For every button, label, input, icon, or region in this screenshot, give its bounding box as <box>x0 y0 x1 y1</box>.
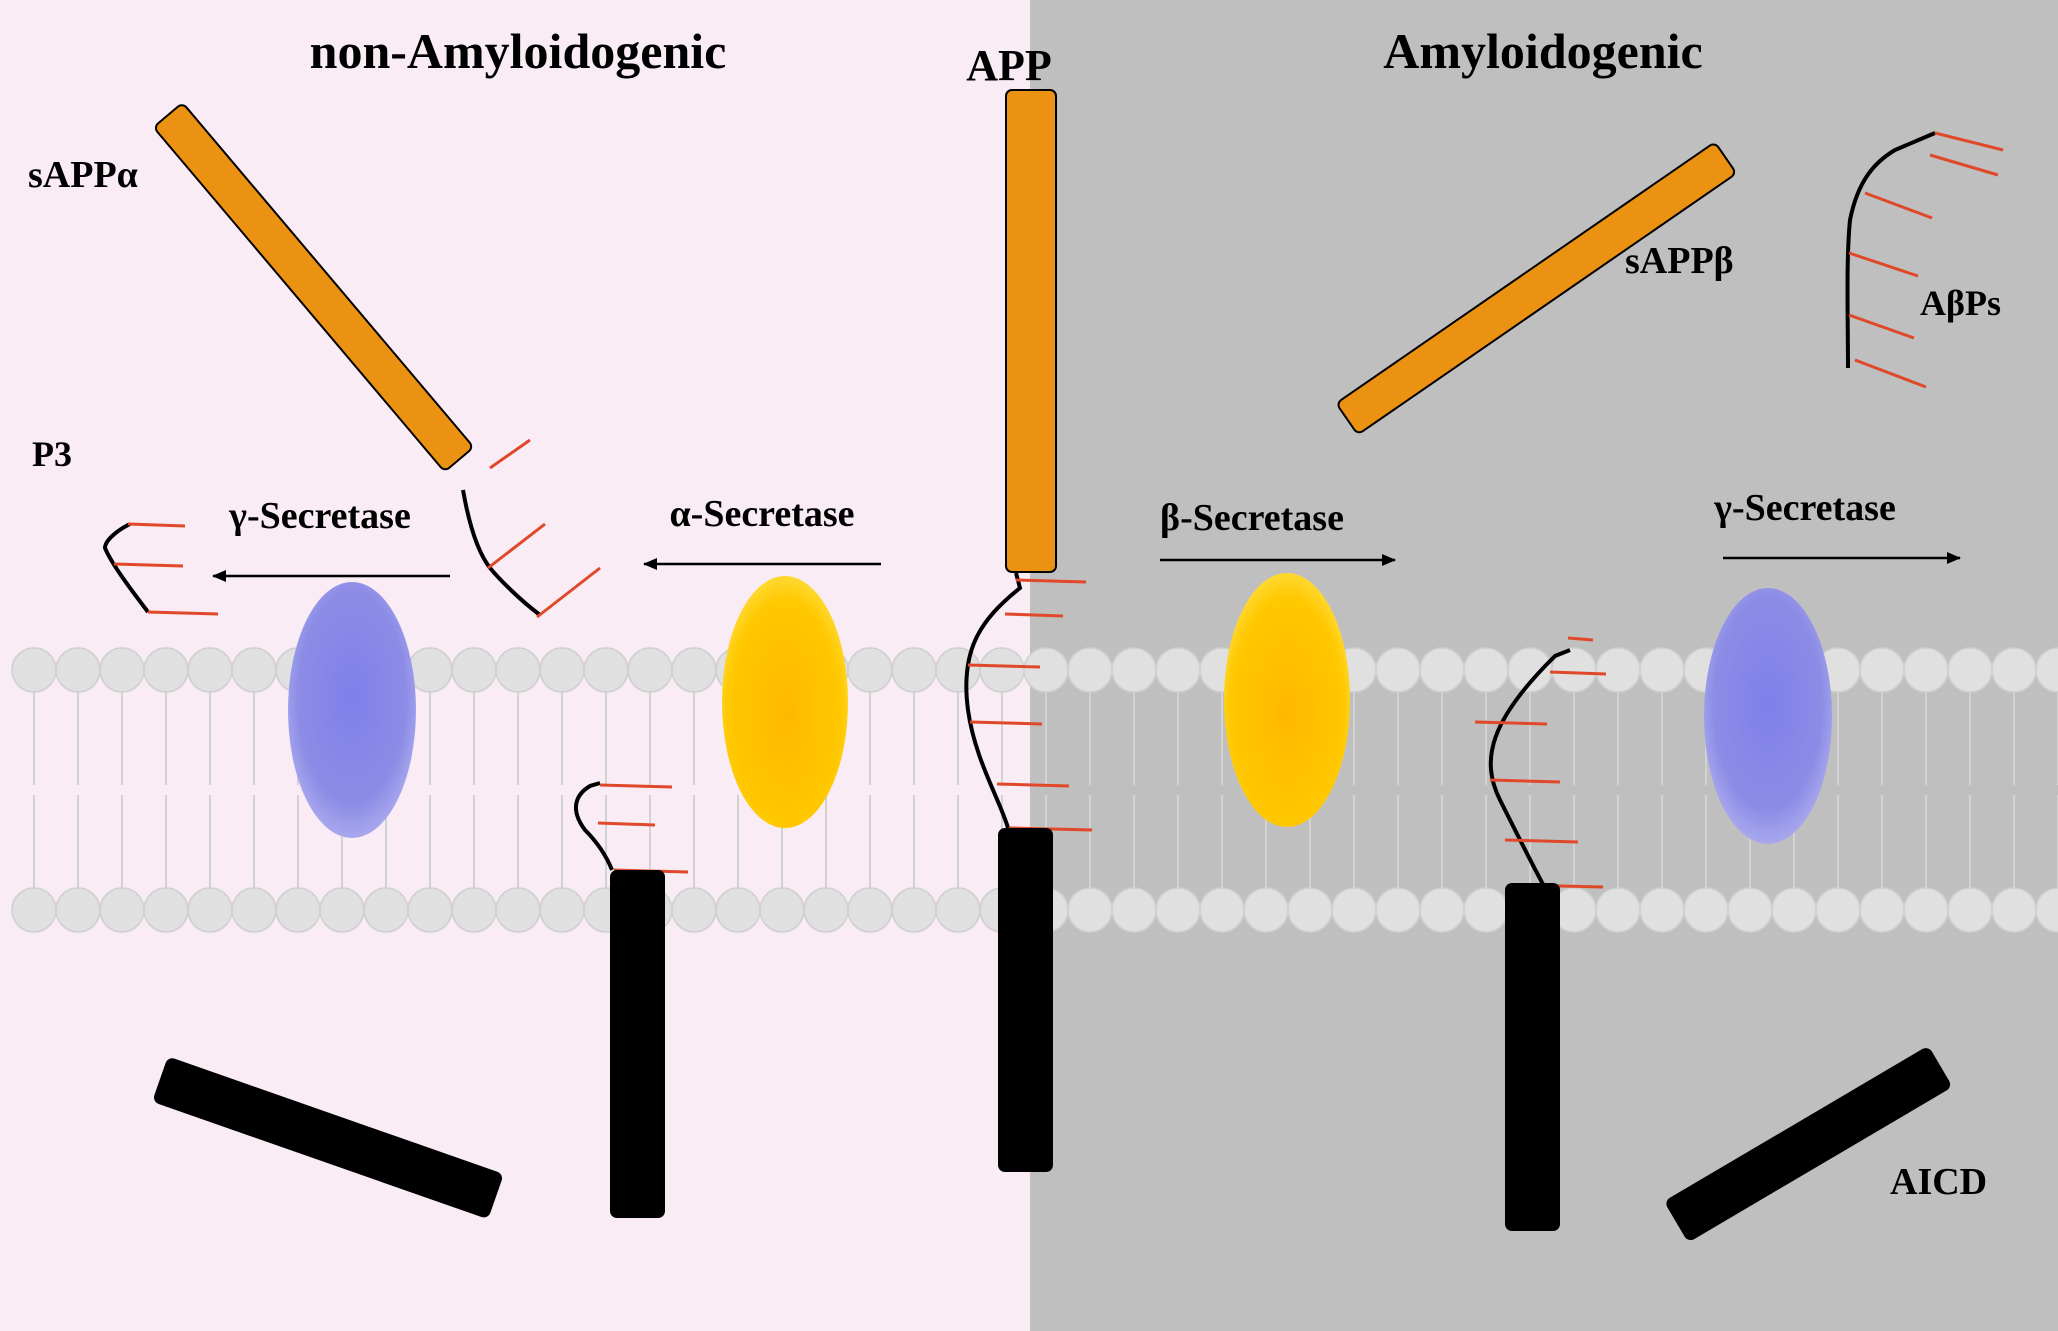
lipid-molecule <box>671 647 717 933</box>
abeta-peptide-chain <box>1845 131 1936 369</box>
p3-fragment-chain <box>102 522 150 614</box>
lipid-molecule <box>935 647 981 933</box>
lipid-molecule <box>1375 647 1421 933</box>
lipid-molecule <box>891 647 937 933</box>
lipid-molecule <box>495 647 541 933</box>
app-abeta-region-chain <box>964 572 1023 829</box>
lipid-molecule <box>1595 647 1641 933</box>
sappb-label: sAPPβ <box>1625 240 1734 282</box>
lipid-molecule <box>407 647 453 933</box>
lipid-molecule <box>539 647 585 933</box>
gamma-secretase-left-enzyme <box>288 582 416 838</box>
c99-chain <box>1488 648 1571 889</box>
beta-secretase-label: β-Secretase <box>1160 497 1344 539</box>
c99-intracellular-domain <box>1505 883 1560 1231</box>
lipid-molecule <box>1419 647 1465 933</box>
app-extracellular-domain <box>1005 89 1057 573</box>
lipid-molecule <box>847 647 893 933</box>
sappa-label: sAPPα <box>28 154 138 196</box>
lipid-molecule <box>2035 647 2058 933</box>
aicd-fragment-right <box>1666 1048 1951 1241</box>
lipid-molecule <box>451 647 497 933</box>
c83-intracellular-domain <box>610 870 665 1218</box>
lipid-molecule <box>55 647 101 933</box>
lipid-molecule <box>143 647 189 933</box>
alpha-secretase-label: α-Secretase <box>669 493 854 535</box>
abps-label: AβPs <box>1920 283 2001 323</box>
left-panel-title: non-Amyloidogenic <box>310 23 727 79</box>
lipid-molecule <box>1859 647 1905 933</box>
gamma-secretase-right-enzyme <box>1704 588 1832 844</box>
right-panel-title: Amyloidogenic <box>1383 23 1702 79</box>
c83-chain <box>574 781 614 871</box>
aicd-fragment-left <box>153 1058 503 1218</box>
gamma-secretase-left-label: γ-Secretase <box>228 495 411 537</box>
gamma-secretase-right-label: γ-Secretase <box>1713 487 1896 529</box>
lipid-molecule <box>187 647 233 933</box>
sappb-fragment <box>1337 143 1736 434</box>
lipid-molecule <box>1947 647 1993 933</box>
lipid-molecule <box>1903 647 1949 933</box>
lipid-molecule <box>99 647 145 933</box>
p3-fragment-ticks <box>113 522 219 616</box>
app-intracellular-domain <box>998 828 1053 1172</box>
abeta-peptide-ticks <box>1848 131 2004 389</box>
beta-secretase-enzyme <box>1224 573 1350 827</box>
p3-label: P3 <box>32 434 72 474</box>
sappa-chain-ticks <box>487 438 601 619</box>
alpha-secretase-enzyme <box>722 576 848 828</box>
sappa-fragment <box>154 104 473 471</box>
lipid-molecule <box>1991 647 2037 933</box>
lipid-molecule <box>1639 647 1685 933</box>
app-label: APP <box>966 41 1052 90</box>
lipid-molecule <box>231 647 277 933</box>
lipid-molecule <box>1155 647 1201 933</box>
lipid-molecule <box>1463 647 1509 933</box>
aicd-label: AICD <box>1890 1161 1987 1203</box>
